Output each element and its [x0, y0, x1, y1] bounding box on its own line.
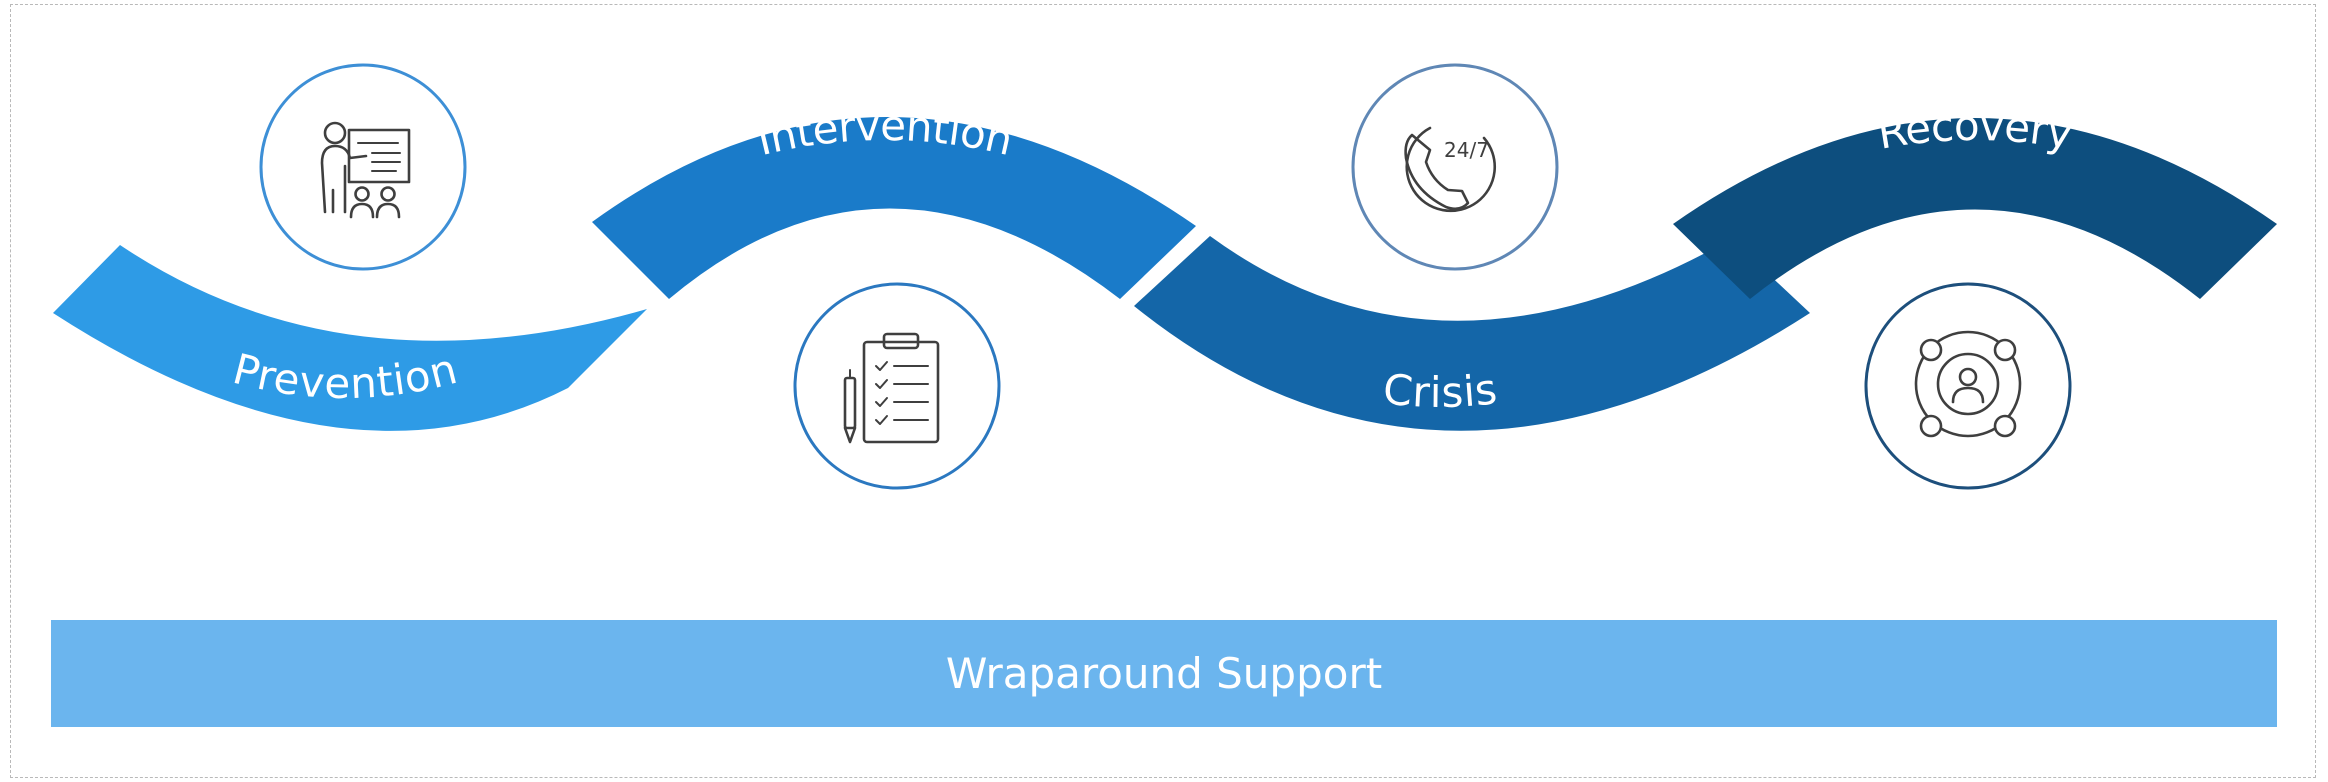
diagram-frame [10, 4, 2316, 778]
crisis-icon-badge: 24/7 [1351, 63, 1559, 271]
stage-recovery: Recovery [1673, 101, 2277, 299]
crisis-icon-text: 24/7 [1444, 138, 1489, 162]
support-network-icon [1914, 330, 2022, 438]
svg-text:Crisis: Crisis [1381, 364, 1500, 417]
prevention-arc [53, 245, 647, 431]
intervention-icon-badge [793, 282, 1001, 490]
wraparound-support-label: Wraparound Support [945, 649, 1383, 698]
wraparound-support-bar: Wraparound Support [51, 620, 2277, 727]
teacher-presentation-icon [320, 121, 411, 219]
recovery-arc [1673, 118, 2277, 299]
recovery-label: Recovery [1874, 101, 2076, 159]
recovery-icon-badge [1864, 282, 2072, 490]
stage-intervention: Intervention [592, 101, 1196, 299]
intervention-arc [592, 116, 1196, 299]
prevention-icon-badge [259, 63, 467, 271]
svg-text:Recovery: Recovery [1874, 101, 2076, 159]
phone-24-7-icon: 24/7 [1404, 126, 1497, 213]
stage-crisis: Crisis [1134, 236, 1810, 431]
clipboard-checklist-icon [843, 332, 940, 444]
crisis-arc [1134, 236, 1810, 431]
stage-prevention: Prevention [53, 245, 647, 431]
crisis-label: Crisis [1381, 364, 1500, 417]
